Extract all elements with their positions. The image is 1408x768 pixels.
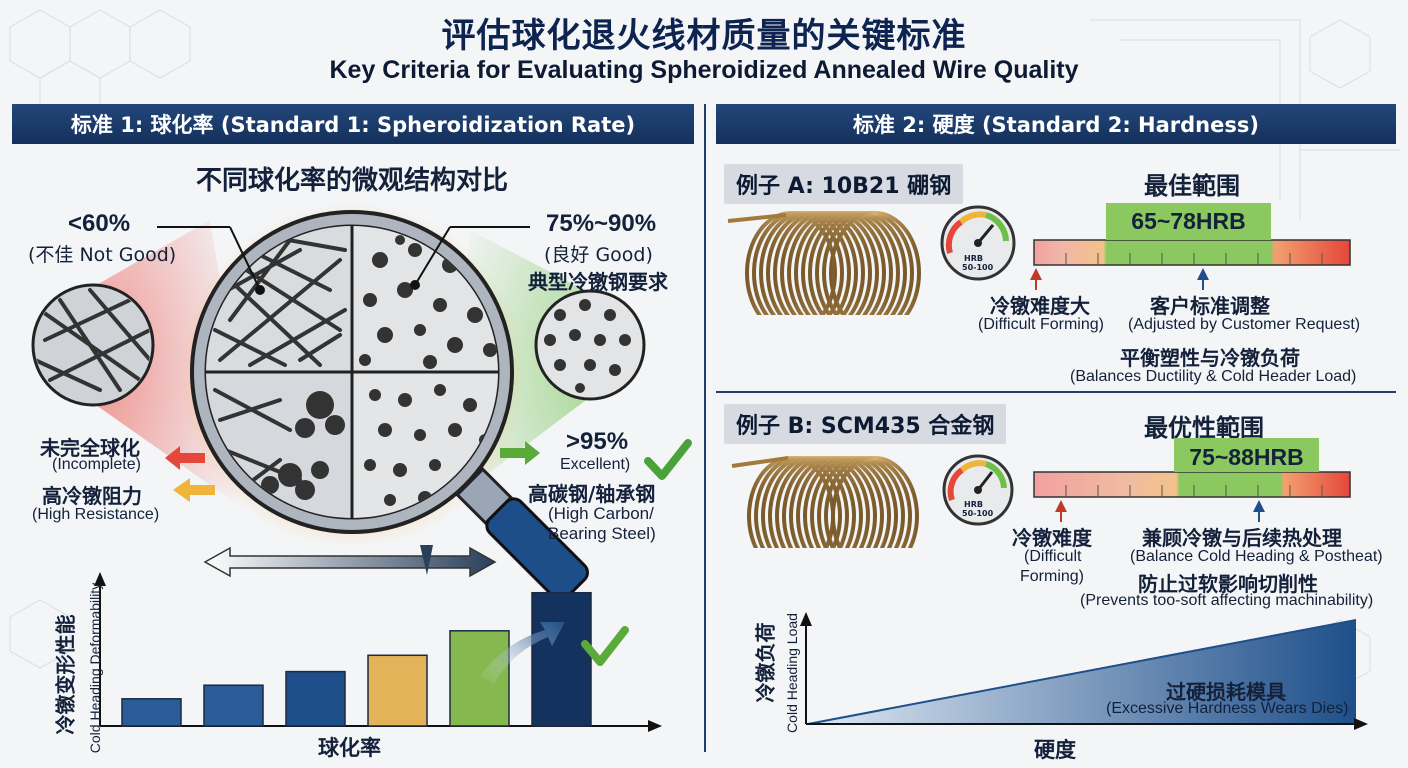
microstructure-illustration — [31, 203, 692, 600]
wire-coil-loop — [829, 211, 921, 315]
deformability-bar — [121, 698, 182, 727]
rate-gt95-label: Excellent) — [560, 456, 631, 473]
page-title: 评估球化退火线材质量的关键标准 — [441, 16, 967, 56]
incomplete-label-cn: 未完全球化 — [40, 436, 140, 460]
deformability-xlabel: 球化率 — [318, 736, 381, 760]
rate-gt95-value: >95% — [566, 428, 629, 455]
incomplete-label-en: (Incomplete) — [52, 456, 141, 473]
rate-lt60-label: (不佳 Not Good) — [28, 244, 177, 266]
wire-coil-loop — [831, 456, 919, 548]
load-ylabel-cn: 冷镦负荷 — [753, 622, 778, 703]
example-a-gauge-top: HRB — [964, 254, 983, 263]
example-a-graphics — [727, 203, 1351, 315]
hardness-load-chart — [800, 612, 1368, 730]
deformability-bar — [531, 591, 592, 727]
example-b-gauge-bottom: 50-100 — [962, 509, 994, 518]
example-a-mid-cn: 客户标准调整 — [1150, 294, 1270, 318]
load-note-en: (Excessive Hardness Wears Dies) — [1106, 700, 1349, 717]
deformability-bar — [285, 670, 346, 727]
load-xlabel: 硬度 — [1034, 738, 1076, 762]
deformability-ylabel-cn: 冷镦变形性能 — [53, 614, 78, 735]
rate-mid-value: 75%~90% — [546, 210, 657, 237]
example-b-gauge-top: HRB — [964, 500, 983, 509]
rate-lt60-value: <60% — [68, 210, 131, 237]
example-b-soft-cn: 防止过软影响切削性 — [1138, 572, 1318, 596]
section-divider-horizontal — [716, 391, 1396, 393]
high-carbon-label-cn: 高碳钢/轴承钢 — [528, 482, 656, 506]
example-b-soft-en: (Prevents too-soft affecting machinabili… — [1080, 592, 1374, 609]
page-subtitle: Key Criteria for Evaluating Spheroidized… — [329, 56, 1079, 84]
deformability-chart — [94, 572, 662, 732]
high-resistance-label-cn: 高冷镦阻力 — [42, 484, 142, 508]
load-note-cn: 过硬损耗模具 — [1166, 680, 1286, 704]
example-a-balance-cn: 平衡塑性与冷镦负荷 — [1120, 346, 1300, 370]
deformability-bar — [203, 684, 264, 727]
example-a-left-en: (Difficult Forming) — [978, 316, 1104, 333]
high-carbon-label-en-1: (High Carbon/ — [548, 504, 654, 523]
deformability-ylabel-en: Cold Heading Deformability — [87, 582, 103, 754]
example-b-graphics — [731, 438, 1351, 548]
deformability-bar — [367, 654, 428, 727]
example-a-range-value: 65~78HRB — [1131, 208, 1246, 234]
load-ylabel-en: Cold Heading Load — [784, 613, 800, 733]
example-a-gauge-bottom: 50-100 — [962, 263, 994, 272]
rate-mid-note: 典型冷镦钢要求 — [528, 270, 668, 294]
example-b-mid-en: (Balance Cold Heading & Postheat) — [1130, 548, 1383, 565]
example-b-mid-cn: 兼顾冷镦与后续热处理 — [1142, 526, 1342, 550]
high-resistance-label-en: (High Resistance) — [32, 506, 160, 523]
microstructure-subtitle: 不同球化率的微观结构对比 — [195, 166, 508, 196]
high-carbon-label-en-2: Bearing Steel) — [548, 524, 656, 543]
example-b-left-cn: 冷镦难度 — [1012, 526, 1092, 550]
section-divider-vertical — [704, 104, 706, 752]
example-a-range-title: 最佳範围 — [1144, 172, 1240, 200]
standard-2-band: 标准 2: 硬度 (Standard 2: Hardness) — [716, 104, 1396, 144]
example-a-mid-en: (Adjusted by Customer Request) — [1128, 316, 1361, 333]
example-b-range-value: 75~88HRB — [1189, 444, 1304, 470]
example-b-left-en-1: (Difficult — [1024, 548, 1082, 565]
rate-mid-label: (良好 Good) — [544, 244, 653, 266]
example-b-range-title: 最优性範围 — [1144, 414, 1264, 442]
example-a-left-cn: 冷镦难度大 — [990, 294, 1090, 318]
standard-1-band: 标准 1: 球化率 (Standard 1: Spheroidization R… — [12, 104, 694, 144]
example-a-balance-en: (Balances Ductility & Cold Header Load) — [1070, 368, 1357, 385]
load-line — [807, 619, 1357, 725]
deformability-bar — [449, 630, 510, 727]
example-a-title: 例子 A: 10B21 硼钢 — [724, 164, 964, 204]
example-b-title: 例子 B: SCM435 合金钢 — [724, 404, 1007, 444]
example-b-left-en-2: Forming) — [1020, 568, 1085, 585]
